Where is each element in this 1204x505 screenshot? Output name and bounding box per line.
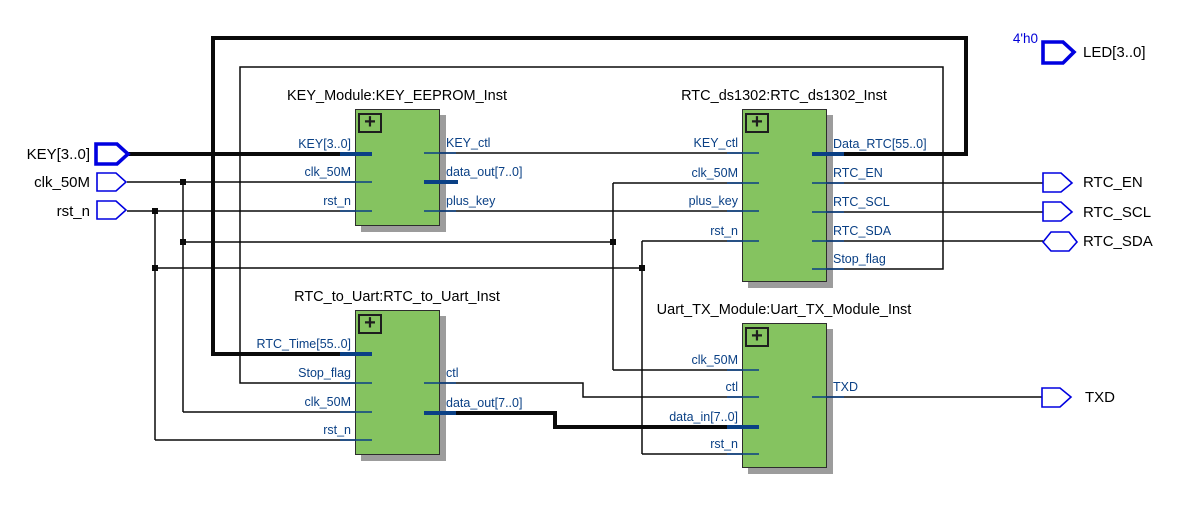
pin-label-rtc-scl: RTC_SCL <box>1083 204 1152 221</box>
bidir-pin-rtc-sda[interactable] <box>1041 231 1079 252</box>
port-label: KEY[3..0] <box>298 137 351 151</box>
module-title: KEY_Module:KEY_EEPROM_Inst <box>286 88 508 104</box>
port-label: ctl <box>725 380 739 394</box>
input-pin-clk-50m[interactable] <box>96 172 128 192</box>
module-title: RTC_to_Uart:RTC_to_Uart_Inst <box>294 289 500 305</box>
module-rtc-ds1302[interactable] <box>742 109 827 282</box>
net-ctl[interactable] <box>440 382 742 398</box>
port-label: KEY_ctl <box>693 136 738 150</box>
port-label: rst_n <box>710 437 738 451</box>
port-label: RTC_Time[55..0] <box>256 337 351 351</box>
port-label: Stop_flag <box>833 252 886 266</box>
input-pin-key[interactable] <box>94 142 131 166</box>
port-label: clk_50M <box>304 165 351 179</box>
port-label: RTC_SDA <box>833 224 892 238</box>
port-label: Stop_flag <box>298 366 351 380</box>
pin-label-rtc-sda: RTC_SDA <box>1083 233 1153 250</box>
expand-icon[interactable]: + <box>358 112 382 133</box>
port-label: clk_50M <box>304 395 351 409</box>
constant-value-label: 4'h0 <box>1012 31 1038 46</box>
port-label: rst_n <box>323 423 351 437</box>
expand-icon[interactable]: + <box>745 326 769 347</box>
port-label: KEY_ctl <box>446 136 491 150</box>
pin-label-led: LED[3..0] <box>1083 44 1146 61</box>
expand-icon[interactable]: + <box>745 112 769 133</box>
pin-label-clk-50m: clk_50M <box>34 174 90 191</box>
port-label: data_out[7..0] <box>446 396 523 410</box>
port-label: Data_RTC[55..0] <box>833 137 927 151</box>
expand-icon[interactable]: + <box>358 313 382 334</box>
module-title: Uart_TX_Module:Uart_TX_Module_Inst <box>656 302 912 318</box>
output-pin-txd[interactable] <box>1041 387 1073 408</box>
port-label: TXD <box>833 380 858 394</box>
port-label: plus_key <box>446 194 496 208</box>
pin-label-txd: TXD <box>1085 389 1115 406</box>
net-clk-50m[interactable] <box>127 181 742 413</box>
port-stubs <box>340 152 844 455</box>
module-title: RTC_ds1302:RTC_ds1302_Inst <box>681 88 887 104</box>
output-pin-rtc-scl[interactable] <box>1042 201 1074 222</box>
net-stop-flag[interactable] <box>239 66 944 384</box>
module-key-eeprom[interactable] <box>355 109 440 226</box>
port-label: data_out[7..0] <box>446 165 523 179</box>
bus-data-out[interactable] <box>440 411 742 429</box>
input-pin-rst-n[interactable] <box>96 200 128 220</box>
port-label: data_in[7..0] <box>669 410 738 424</box>
port-label: rst_n <box>710 224 738 238</box>
port-label: rst_n <box>323 194 351 208</box>
port-label: ctl <box>446 366 459 380</box>
pin-label-rtc-en: RTC_EN <box>1083 174 1143 191</box>
pin-label-key: KEY[3..0] <box>26 146 90 163</box>
output-pin-rtc-en[interactable] <box>1042 172 1074 193</box>
net-rst-n[interactable] <box>127 210 742 455</box>
port-label: clk_50M <box>691 166 738 180</box>
port-label: plus_key <box>688 194 738 208</box>
port-label: clk_50M <box>691 353 738 367</box>
pin-label-rst-n: rst_n <box>56 203 90 220</box>
junction-dots <box>152 179 645 271</box>
module-uart-tx[interactable] <box>742 323 827 468</box>
port-label: RTC_SCL <box>833 195 890 209</box>
port-label: RTC_EN <box>833 166 883 180</box>
output-pin-led[interactable] <box>1041 40 1077 65</box>
